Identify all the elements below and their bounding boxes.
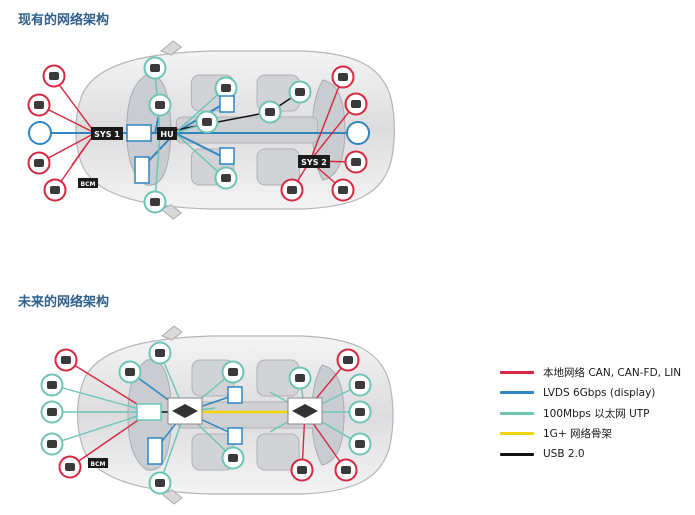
module-node	[288, 80, 312, 104]
display-icon	[227, 386, 243, 404]
front-camera-node	[28, 121, 52, 145]
gateway-icon	[136, 403, 162, 421]
headlight-node	[42, 64, 66, 88]
camera-node	[118, 360, 142, 384]
sensor-node	[344, 150, 368, 174]
module-node	[288, 366, 312, 390]
display-icon	[134, 156, 150, 184]
rear-camera-node	[348, 400, 372, 424]
display-icon	[147, 437, 163, 465]
taillight-node	[334, 458, 358, 482]
module-node	[195, 110, 219, 134]
legend-item-lvds: LVDS 6Gbps (display)	[500, 383, 681, 404]
future-architecture-title: 未来的网络架构	[18, 295, 110, 310]
legend-label: USB 2.0	[543, 448, 585, 461]
display-icon	[227, 427, 243, 445]
sensor-node	[40, 373, 64, 397]
compute-icon	[292, 404, 318, 418]
speaker-node	[214, 166, 238, 190]
mirror-camera-node	[143, 190, 167, 214]
legend-item-ethernet: 100Mbps 以太网 UTP	[500, 403, 681, 424]
sensor-node	[348, 432, 372, 456]
headlight-node	[43, 178, 67, 202]
taillight-node	[331, 178, 355, 202]
sensor-node	[27, 93, 51, 117]
current-architecture: SYS 1 HU SYS 2 BCM	[27, 40, 396, 220]
legend-item-backbone: 1G+ 网络骨架	[500, 424, 681, 445]
legend-item-can: 本地网络 CAN, CAN-FD, LIN	[500, 362, 681, 383]
sensor-node	[344, 92, 368, 116]
bcm-label: BCM	[81, 181, 96, 188]
legend-swatch	[500, 452, 534, 456]
headlight-node	[58, 455, 82, 479]
mirror-camera-node	[148, 341, 172, 365]
front-camera-node	[40, 400, 64, 424]
legend-swatch	[500, 432, 534, 436]
sys1-tag	[91, 127, 123, 140]
gateway-icon	[126, 124, 152, 142]
antenna-node	[290, 458, 314, 482]
sys1-label: SYS 1	[94, 130, 120, 139]
display-icon	[219, 95, 235, 113]
legend: 本地网络 CAN, CAN-FD, LIN LVDS 6Gbps (displa…	[500, 362, 681, 465]
legend-label: 100Mbps 以太网 UTP	[543, 407, 650, 420]
taillight-node	[336, 348, 360, 372]
legend-swatch	[500, 391, 534, 395]
rear-camera-node	[346, 121, 370, 145]
camera-node	[148, 93, 172, 117]
bcm-tag	[88, 458, 108, 468]
sensor-node	[348, 373, 372, 397]
bcm-tag	[78, 178, 98, 188]
compute-icon	[172, 404, 198, 418]
hu-label: HU	[160, 130, 173, 139]
mirror-camera-node	[143, 56, 167, 80]
antenna-node	[280, 178, 304, 202]
bcm-label: BCM	[91, 461, 106, 468]
legend-item-usb: USB 2.0	[500, 444, 681, 465]
hu-tag	[157, 127, 177, 140]
legend-label: 1G+ 网络骨架	[543, 428, 612, 441]
legend-swatch	[500, 411, 534, 415]
sensor-node	[40, 432, 64, 456]
future-architecture: BCM	[40, 325, 394, 505]
speaker-node	[221, 446, 245, 470]
legend-label: 本地网络 CAN, CAN-FD, LIN	[543, 366, 682, 379]
mirror-camera-node	[148, 471, 172, 495]
display-icon	[219, 147, 235, 165]
taillight-node	[331, 65, 355, 89]
sys2-tag	[298, 155, 330, 168]
legend-swatch	[500, 370, 534, 374]
sys2-label: SYS 2	[301, 158, 327, 167]
headlight-node	[54, 348, 78, 372]
speaker-node	[221, 360, 245, 384]
current-architecture-title: 现有的网络架构	[18, 13, 110, 28]
legend-label: LVDS 6Gbps (display)	[543, 386, 656, 399]
module-node	[258, 100, 282, 124]
sensor-node	[27, 151, 51, 175]
